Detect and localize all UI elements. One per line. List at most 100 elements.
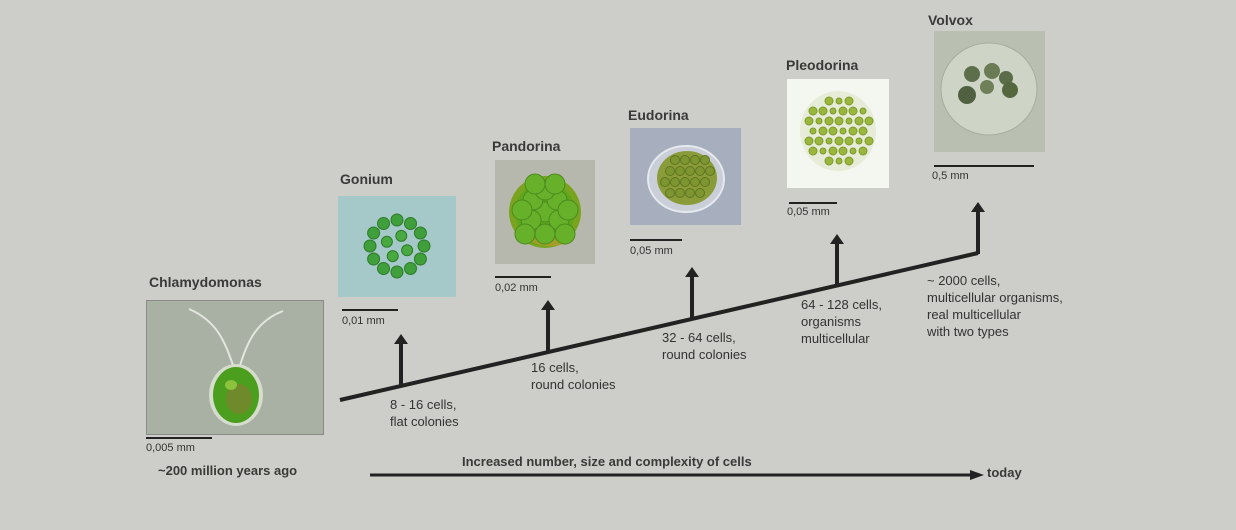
cell	[514, 223, 536, 245]
scale-bar-gonium	[342, 309, 398, 311]
cell	[818, 126, 828, 136]
cell	[390, 265, 404, 279]
cell	[660, 177, 670, 187]
scale-label-pleodorina: 0,05 mm	[787, 206, 830, 218]
timeline-arrow	[370, 470, 984, 480]
gonium-colony-drawing	[338, 196, 456, 297]
pleodorina-colony-drawing	[787, 79, 889, 188]
cell	[695, 166, 705, 176]
pandorina-colony-drawing	[495, 160, 595, 264]
cell	[845, 117, 853, 125]
cell	[417, 239, 431, 253]
organism-title-gonium: Gonium	[340, 171, 393, 187]
timeline-axis-label: Increased number, size and complexity of…	[462, 454, 752, 469]
scale-label-volvox: 0,5 mm	[932, 170, 969, 182]
cell	[848, 126, 858, 136]
cell	[844, 156, 854, 166]
cell	[835, 97, 843, 105]
cell	[854, 116, 864, 126]
cell	[834, 116, 844, 126]
pleodorina-image	[787, 79, 889, 188]
cell	[844, 136, 854, 146]
cell	[809, 127, 817, 135]
chlamydomonas-image	[146, 300, 324, 435]
eudorina-image	[630, 128, 741, 225]
cell	[834, 136, 844, 146]
cell	[395, 229, 408, 242]
cell	[818, 106, 828, 116]
cell	[824, 116, 834, 126]
organism-title-chlamydomonas: Chlamydomonas	[149, 274, 262, 290]
cell	[838, 146, 848, 156]
cell	[390, 213, 404, 227]
scale-bar-chlamydomonas	[146, 437, 212, 439]
cell	[700, 155, 710, 165]
step-arrow-gonium	[394, 334, 408, 386]
cell	[700, 177, 710, 187]
scale-label-pandorina: 0,02 mm	[495, 282, 538, 294]
cell	[848, 106, 858, 116]
gonium-image	[338, 196, 456, 297]
organism-title-pandorina: Pandorina	[492, 138, 561, 154]
cell	[695, 188, 705, 198]
cell	[839, 127, 847, 135]
scale-label-chlamydomonas: 0,005 mm	[146, 442, 195, 454]
cell	[849, 147, 857, 155]
cell	[864, 116, 874, 126]
cell	[835, 157, 843, 165]
cell	[808, 106, 818, 116]
description-volvox: ~ 2000 cells, multicellular organisms, r…	[927, 273, 1063, 339]
cell	[557, 199, 579, 221]
cell	[838, 106, 848, 116]
cell	[413, 226, 427, 240]
cell	[685, 166, 695, 176]
cell	[858, 146, 868, 156]
step-arrow-pandorina	[541, 300, 555, 352]
cell	[808, 146, 818, 156]
scale-bar-pandorina	[495, 276, 551, 278]
description-eudorina: 32 - 64 cells, round colonies	[662, 330, 747, 362]
cell	[377, 216, 390, 230]
scale-bar-pleodorina	[789, 202, 837, 204]
pandorina-image	[495, 160, 595, 264]
cell	[680, 177, 690, 187]
cell	[858, 126, 868, 136]
cell	[377, 262, 390, 276]
cell	[855, 137, 863, 145]
cell	[690, 155, 700, 165]
cell	[413, 252, 427, 266]
cell	[844, 96, 854, 106]
cell	[404, 216, 417, 230]
cell	[670, 177, 680, 187]
cell	[824, 96, 834, 106]
scale-label-eudorina: 0,05 mm	[630, 245, 673, 257]
cell	[386, 250, 399, 263]
scale-bar-eudorina	[630, 239, 682, 241]
scale-bar-volvox	[934, 165, 1034, 167]
cell	[814, 136, 824, 146]
cell	[705, 166, 715, 176]
cell	[665, 166, 675, 176]
cell	[859, 107, 867, 115]
chlamydomonas-cell-drawing	[147, 301, 323, 434]
cell	[675, 166, 685, 176]
description-pleodorina: 64 - 128 cells, organisms multicellular	[801, 297, 882, 346]
timeline-end-label: today	[987, 465, 1022, 480]
volvox-colony-drawing	[934, 31, 1045, 152]
cell	[864, 136, 874, 146]
cell	[511, 199, 533, 221]
cell	[829, 107, 837, 115]
cell	[401, 244, 414, 257]
cell	[675, 188, 685, 198]
description-pandorina: 16 cells, round colonies	[531, 360, 616, 392]
step-arrow-eudorina	[685, 267, 699, 319]
volvox-image	[934, 31, 1045, 152]
cell	[554, 223, 576, 245]
organism-title-volvox: Volvox	[928, 12, 973, 28]
organism-title-eudorina: Eudorina	[628, 107, 689, 123]
cell	[804, 116, 814, 126]
cell	[367, 252, 381, 266]
cell	[544, 173, 566, 195]
cell	[828, 126, 838, 136]
